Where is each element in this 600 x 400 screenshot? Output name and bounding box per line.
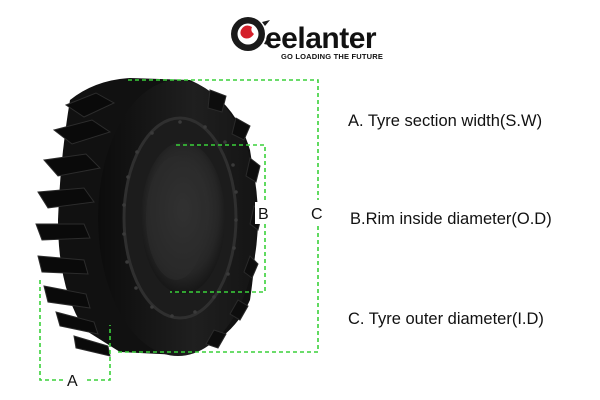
tyre-side-lugs xyxy=(205,89,263,349)
rim-bore-inner xyxy=(146,156,206,280)
dimension-label-a: A xyxy=(67,373,78,390)
legend-a: A. Tyre section width(S.W) xyxy=(348,112,542,130)
brand-logo: eelanter GO LOADING THE FUTURE xyxy=(231,17,383,61)
legend: A. Tyre section width(S.W) B.Rim inside … xyxy=(348,112,552,328)
brand-mark-icon xyxy=(231,17,273,51)
dimension-label-c: C xyxy=(311,206,323,223)
tyre-tread-lugs xyxy=(35,92,116,357)
legend-c: C. Tyre outer diameter(I.D) xyxy=(348,310,544,328)
dimension-c-bg xyxy=(308,200,328,224)
dimension-a-bg xyxy=(64,369,84,389)
dimension-label-b: B xyxy=(258,206,269,223)
brand-tagline: GO LOADING THE FUTURE xyxy=(281,52,383,61)
dimension-b-bg xyxy=(255,202,275,224)
tyre-illustration xyxy=(35,78,263,357)
brand-name: eelanter xyxy=(265,22,377,55)
rim-bolts xyxy=(122,120,238,318)
legend-b: B.Rim inside diameter(O.D) xyxy=(350,210,552,228)
